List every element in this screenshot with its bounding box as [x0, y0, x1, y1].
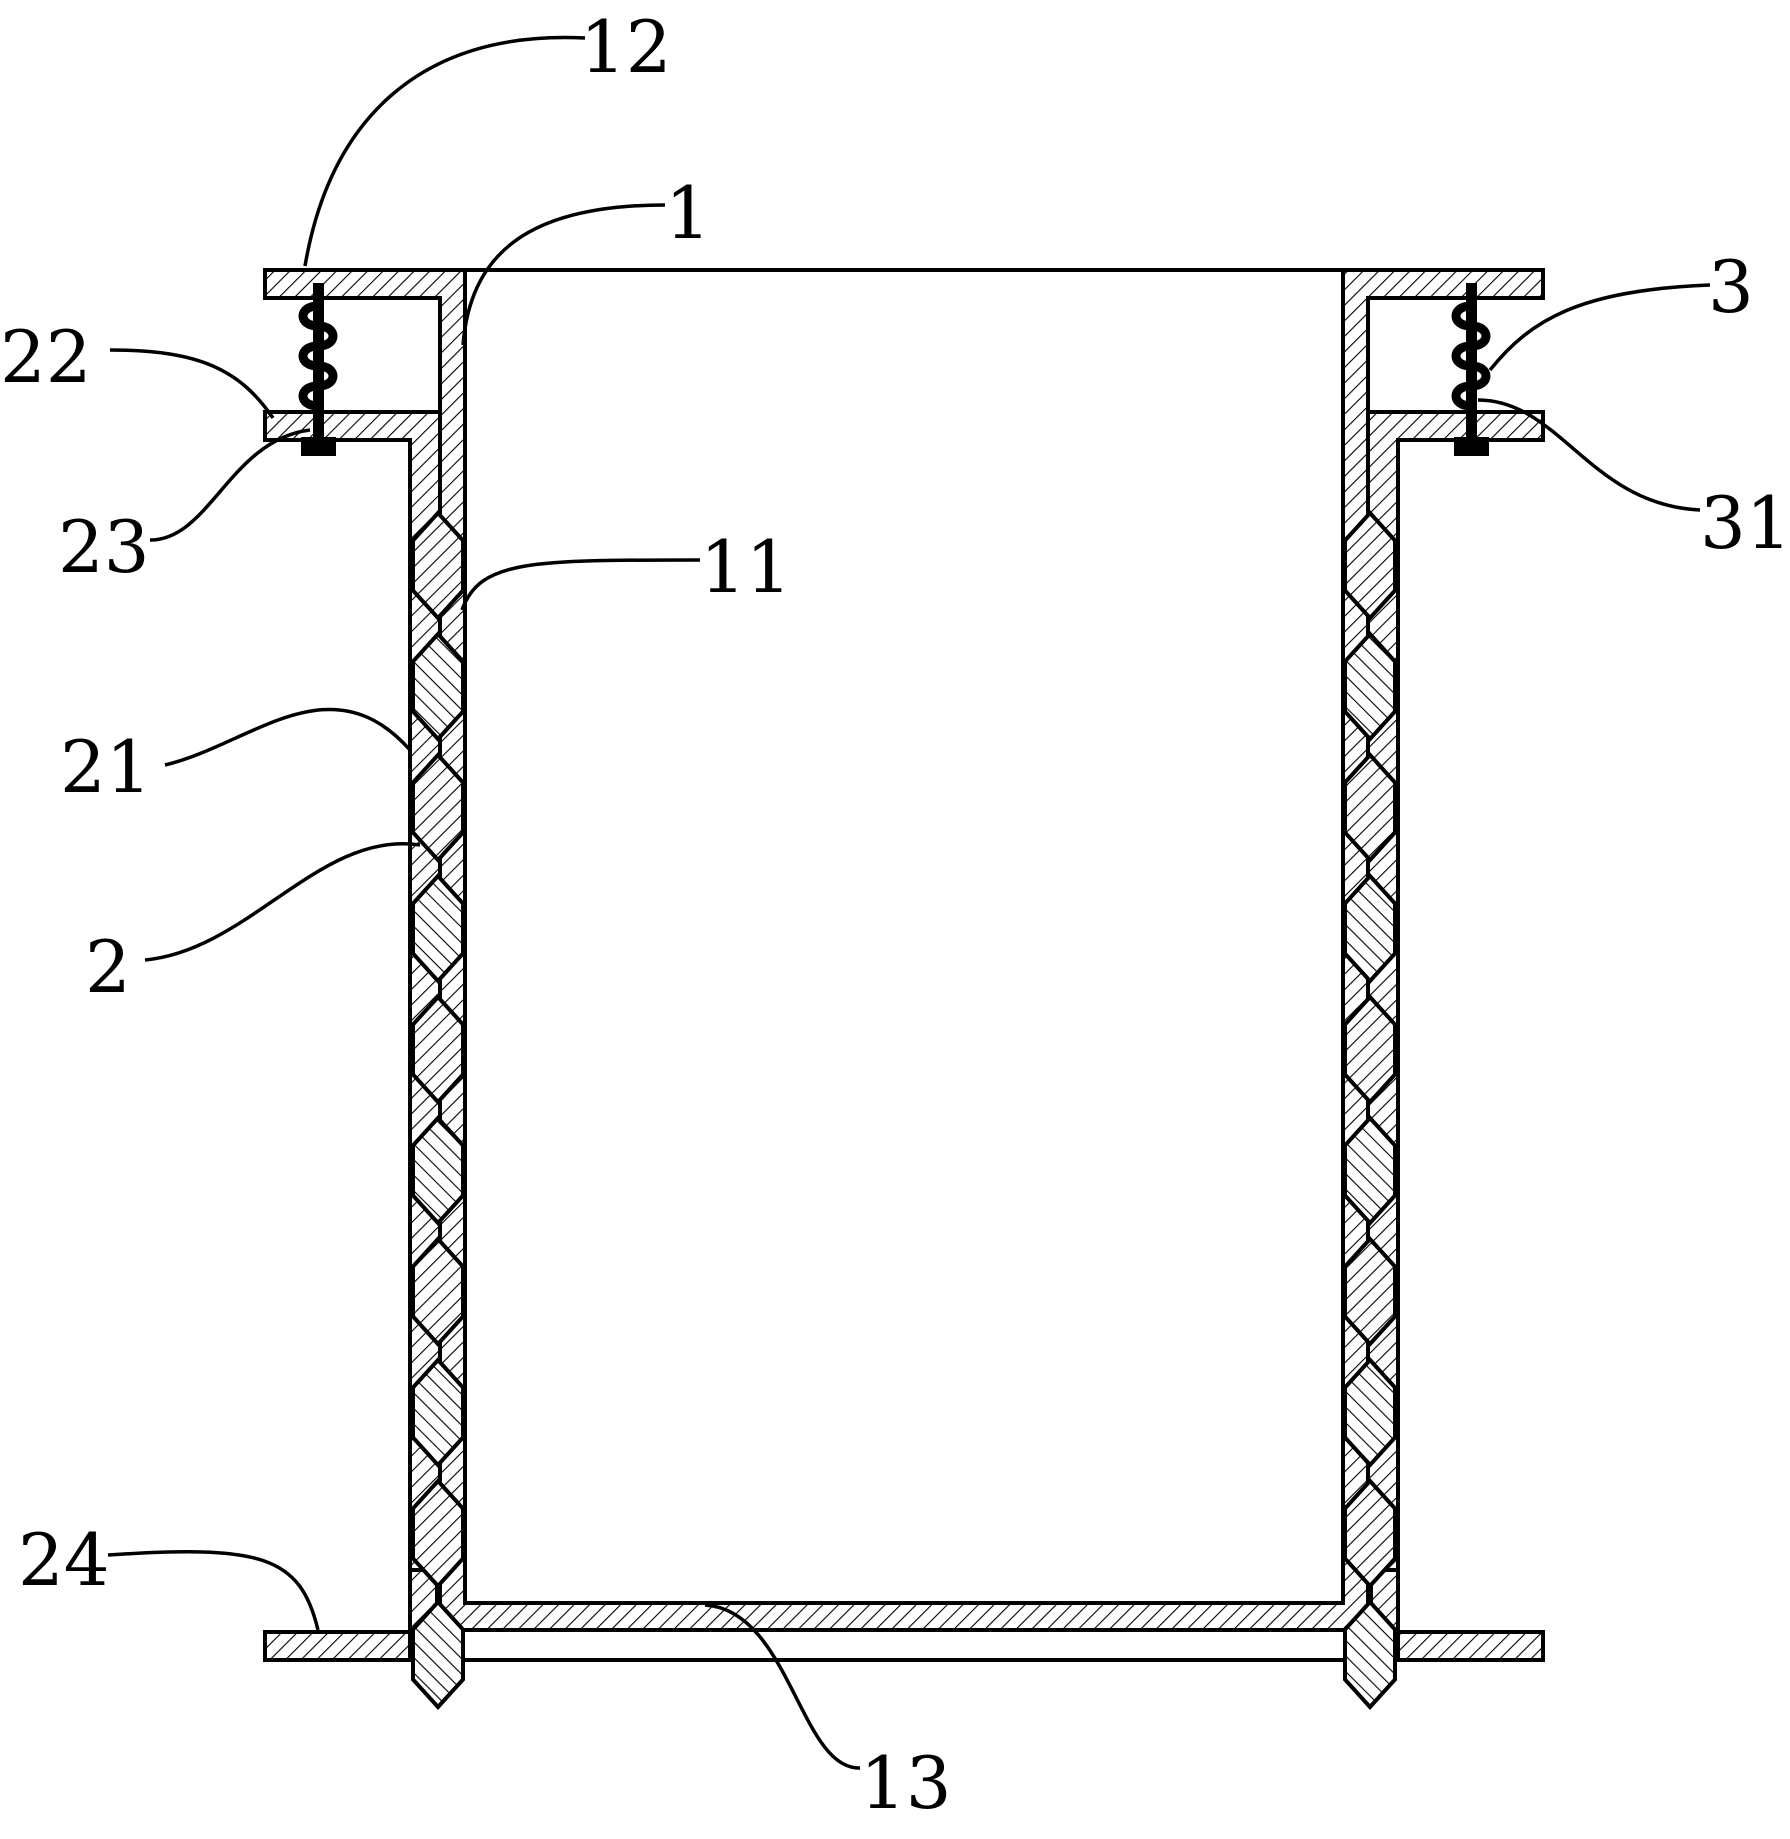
- label-11: 11: [700, 525, 792, 609]
- reference-labels: 12 1 3 22 31 23 11 21 2 24 13: [0, 5, 1790, 1825]
- left-rib-diamond: [411, 873, 465, 984]
- leader-24: [107, 1550, 320, 1631]
- right-spring: [1451, 301, 1491, 411]
- right-rib-diamond: [1343, 873, 1397, 984]
- leader-11: [460, 558, 701, 611]
- left-rib-diamond: [411, 1478, 465, 1589]
- left-rib-diamond: [411, 510, 465, 621]
- leader-2: [144, 841, 421, 962]
- left-rib-diamond: [411, 1599, 465, 1710]
- left-rib-diamond: [411, 631, 465, 742]
- outer-left-bottom-flange: [263, 1630, 412, 1662]
- label-3: 3: [1708, 245, 1754, 329]
- right-rib-diamond: [1343, 994, 1397, 1105]
- right-bolt-head: [1454, 437, 1489, 456]
- left-rib-diamond: [411, 1357, 465, 1468]
- leader-13: [704, 1603, 861, 1770]
- leader-22: [109, 348, 275, 419]
- right-rib-diamond: [1343, 1599, 1397, 1710]
- left-rib-diamond: [411, 1115, 465, 1226]
- label-23: 23: [58, 505, 150, 589]
- right-spring-assembly: [1451, 283, 1491, 456]
- leader-lines: [107, 35, 1711, 1770]
- right-rib-diamond: [1343, 510, 1397, 621]
- right-rib-diamond: [1343, 1357, 1397, 1468]
- label-12: 12: [580, 5, 672, 89]
- left-rib-diamond: [411, 752, 465, 863]
- left-rib-diamond: [411, 1236, 465, 1347]
- left-spring: [298, 301, 338, 411]
- left-rib-diamond: [411, 994, 465, 1105]
- right-rib-diamond: [1343, 1115, 1397, 1226]
- right-rib-diamond: [1343, 1236, 1397, 1347]
- leader-23: [149, 428, 311, 542]
- right-rib-diamond: [1343, 631, 1397, 742]
- label-22: 22: [0, 315, 92, 399]
- leader-31: [1477, 398, 1701, 512]
- leader-21: [164, 707, 412, 767]
- right-rib-diamond: [1343, 1478, 1397, 1589]
- label-1: 1: [665, 171, 711, 255]
- right-rib-diamond: [1343, 752, 1397, 863]
- left-spring-assembly: [298, 283, 338, 456]
- left-bolt-head: [301, 437, 336, 456]
- leader-12: [303, 35, 586, 267]
- label-31: 31: [1700, 481, 1790, 565]
- label-24: 24: [18, 1518, 110, 1602]
- outer-right-bottom-flange: [1396, 1630, 1545, 1662]
- left-interlock-ribs: [411, 510, 465, 1710]
- label-13: 13: [860, 1741, 952, 1825]
- label-21: 21: [60, 725, 152, 809]
- inner-bottom-plate: [438, 1553, 1370, 1632]
- leader-3: [1488, 283, 1711, 372]
- leader-1: [461, 203, 666, 346]
- label-2: 2: [85, 925, 131, 1009]
- right-interlock-ribs: [1343, 510, 1397, 1710]
